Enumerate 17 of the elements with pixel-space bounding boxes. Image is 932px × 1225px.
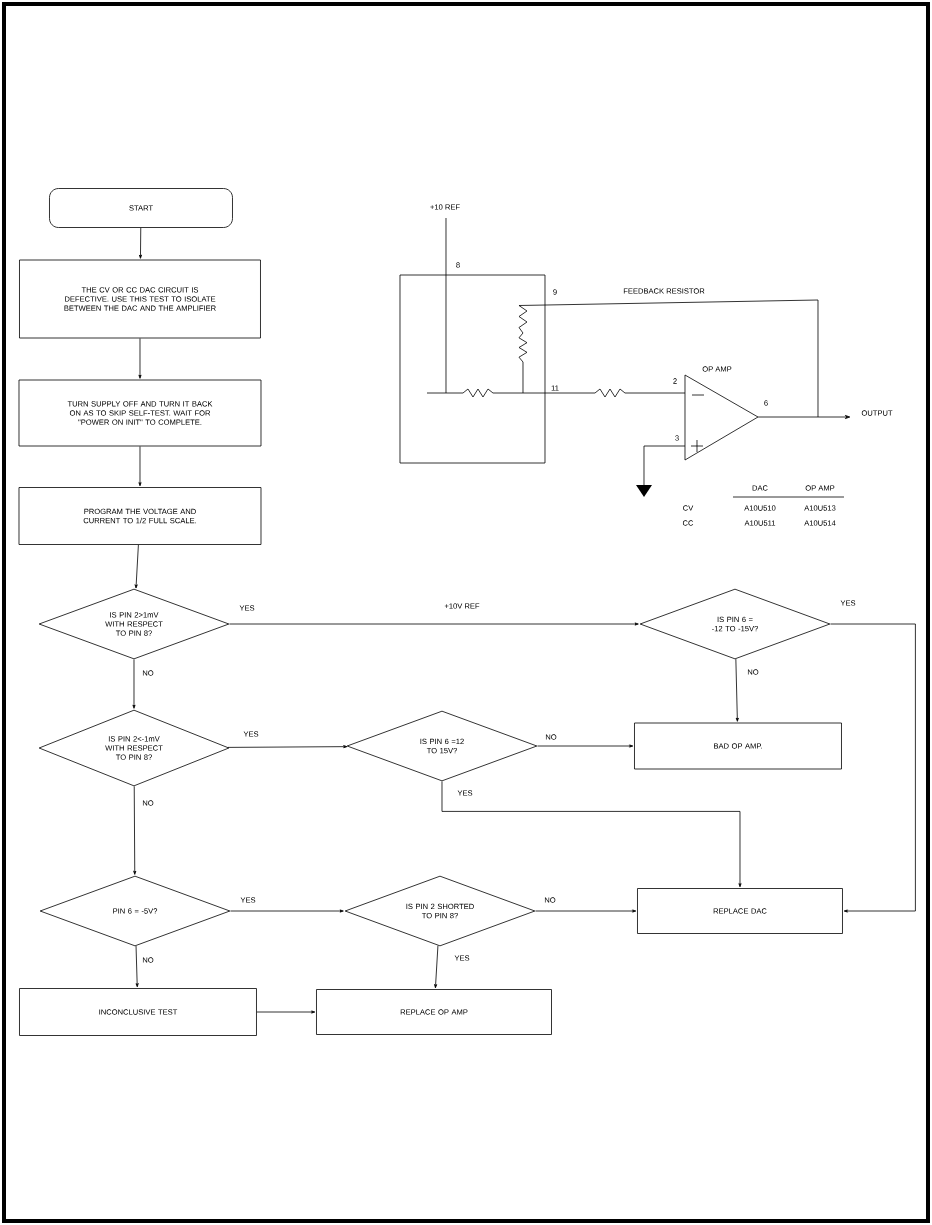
arrow bbox=[133, 785, 137, 875]
arrow bbox=[138, 338, 142, 379]
arrow bbox=[256, 1010, 316, 1014]
arrow bbox=[230, 909, 344, 913]
arrow bbox=[535, 909, 637, 913]
arrow bbox=[229, 622, 639, 626]
arrow bbox=[434, 945, 439, 989]
arrow bbox=[735, 658, 739, 722]
arrow bbox=[135, 945, 139, 988]
arrow bbox=[132, 659, 136, 709]
arrow bbox=[138, 227, 142, 259]
arrow bbox=[134, 544, 139, 589]
arrow bbox=[537, 744, 634, 748]
arrow bbox=[830, 623, 916, 913]
arrow bbox=[138, 446, 142, 487]
arrow bbox=[441, 781, 742, 888]
arrow bbox=[227, 745, 348, 749]
